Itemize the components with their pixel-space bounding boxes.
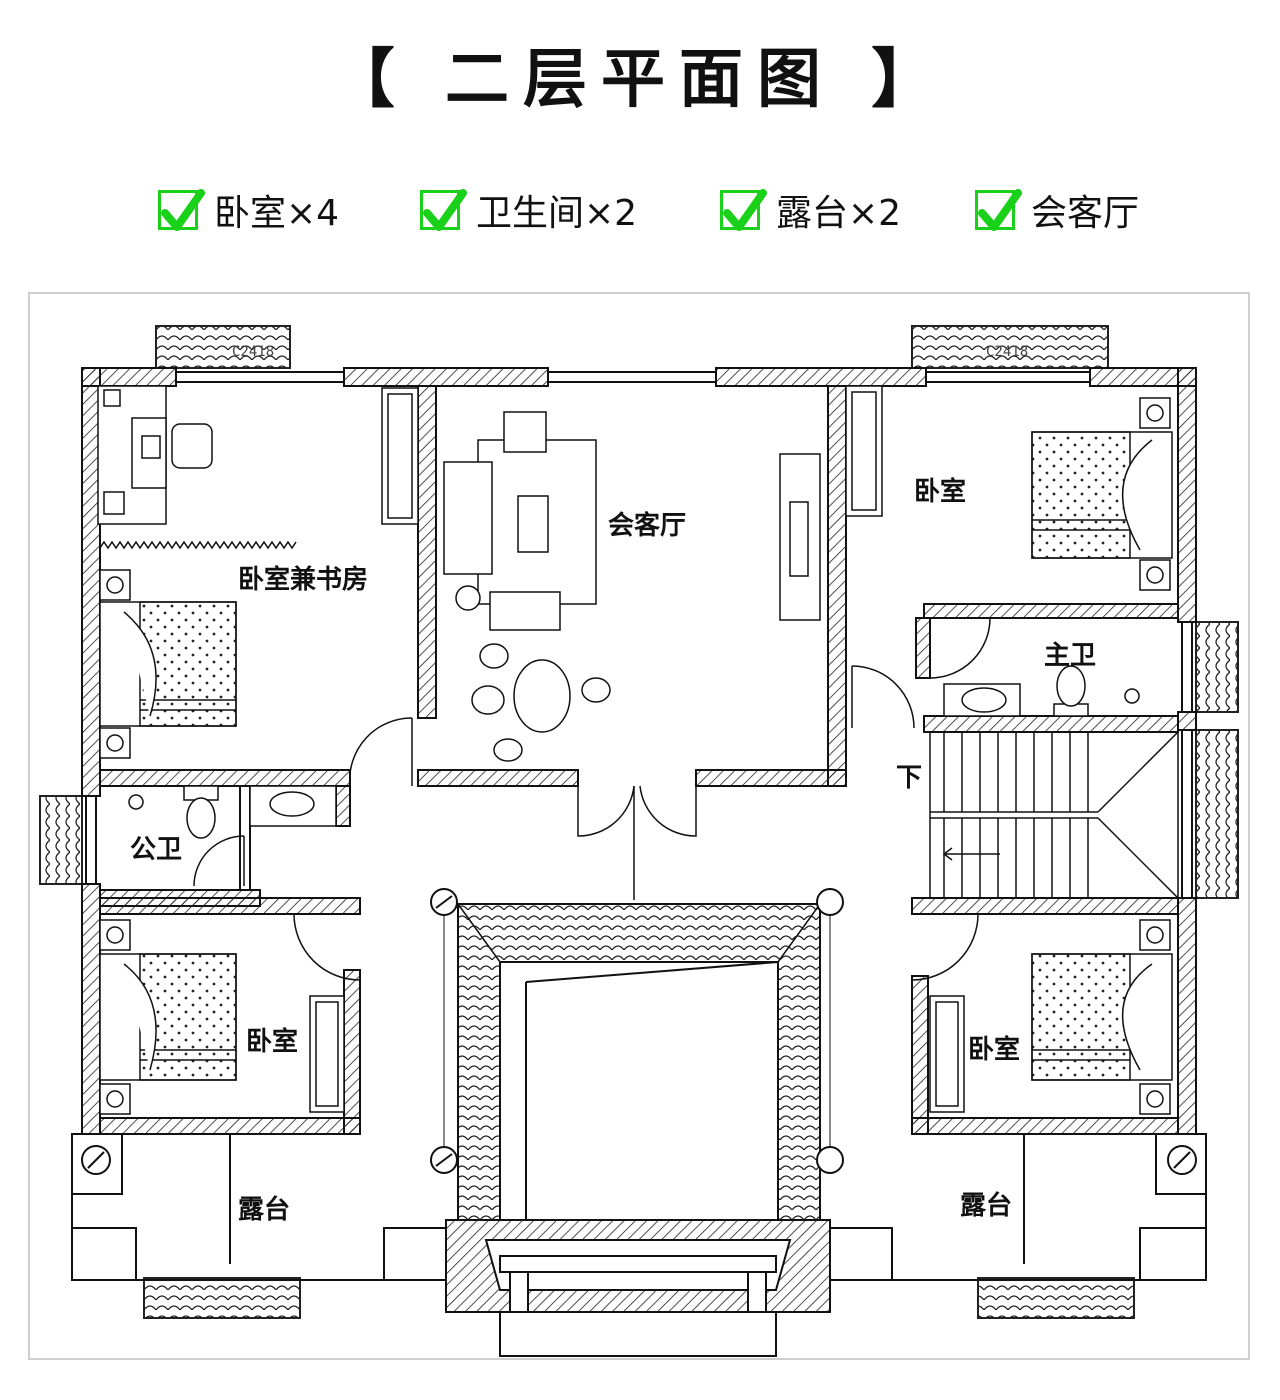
terraces	[71, 1133, 1207, 1281]
exterior-walls	[81, 367, 1197, 1135]
feature-label: 卧室×4	[214, 193, 340, 234]
wardrobes	[99, 385, 965, 1113]
checkbox-checked-icon	[420, 189, 467, 231]
room-label-bedroom-study: 卧室兼书房	[238, 564, 368, 595]
checkbox-checked-icon	[975, 189, 1022, 231]
feature-bathrooms: 卫生间×2	[420, 182, 637, 238]
feature-list: 卧室×4 卫生间×2 露台×2 会客厅	[0, 182, 1280, 238]
floor-plan-frame	[28, 292, 1250, 1360]
bed-bedroom-ne	[1031, 397, 1173, 591]
feature-label: 卫生间×2	[476, 193, 638, 234]
room-label-bedroom-ne: 卧室	[914, 476, 966, 507]
roof-tiles	[39, 325, 1239, 1319]
bed-bedroom-study	[99, 569, 237, 759]
feature-reception: 会客厅	[975, 182, 1139, 238]
reception-furniture	[443, 411, 821, 762]
feature-terraces: 露台×2	[720, 182, 901, 238]
window-label: C2418	[986, 344, 1028, 360]
courtyard	[430, 888, 844, 1221]
staircase	[929, 731, 1179, 899]
window-label: C2418	[232, 344, 274, 360]
room-label-terrace-east: 露台	[960, 1190, 1012, 1221]
room-label-reception: 会客厅	[608, 510, 686, 541]
room-label-bedroom-sw: 卧室	[246, 1026, 298, 1057]
page-title: 【 二层平面图 】	[330, 43, 950, 117]
stairs-down-label: 下	[896, 763, 922, 793]
checkbox-checked-icon	[158, 189, 205, 231]
room-label-master-bath: 主卫	[1044, 641, 1096, 671]
feature-label: 露台×2	[776, 193, 902, 234]
bed-bedroom-se	[1031, 919, 1173, 1115]
room-label-public-bath: 公卫	[130, 835, 182, 865]
checkbox-checked-icon	[720, 189, 767, 231]
bed-bedroom-sw	[99, 919, 237, 1115]
doors	[193, 617, 991, 981]
room-label-bedroom-se: 卧室	[968, 1034, 1020, 1065]
feature-bedrooms: 卧室×4	[158, 182, 339, 238]
porch-roof	[445, 1219, 831, 1357]
study-desk	[97, 385, 213, 525]
bathroom-fixtures	[128, 665, 1140, 839]
room-label-terrace-west: 露台	[238, 1194, 290, 1225]
feature-label: 会客厅	[1031, 193, 1140, 234]
